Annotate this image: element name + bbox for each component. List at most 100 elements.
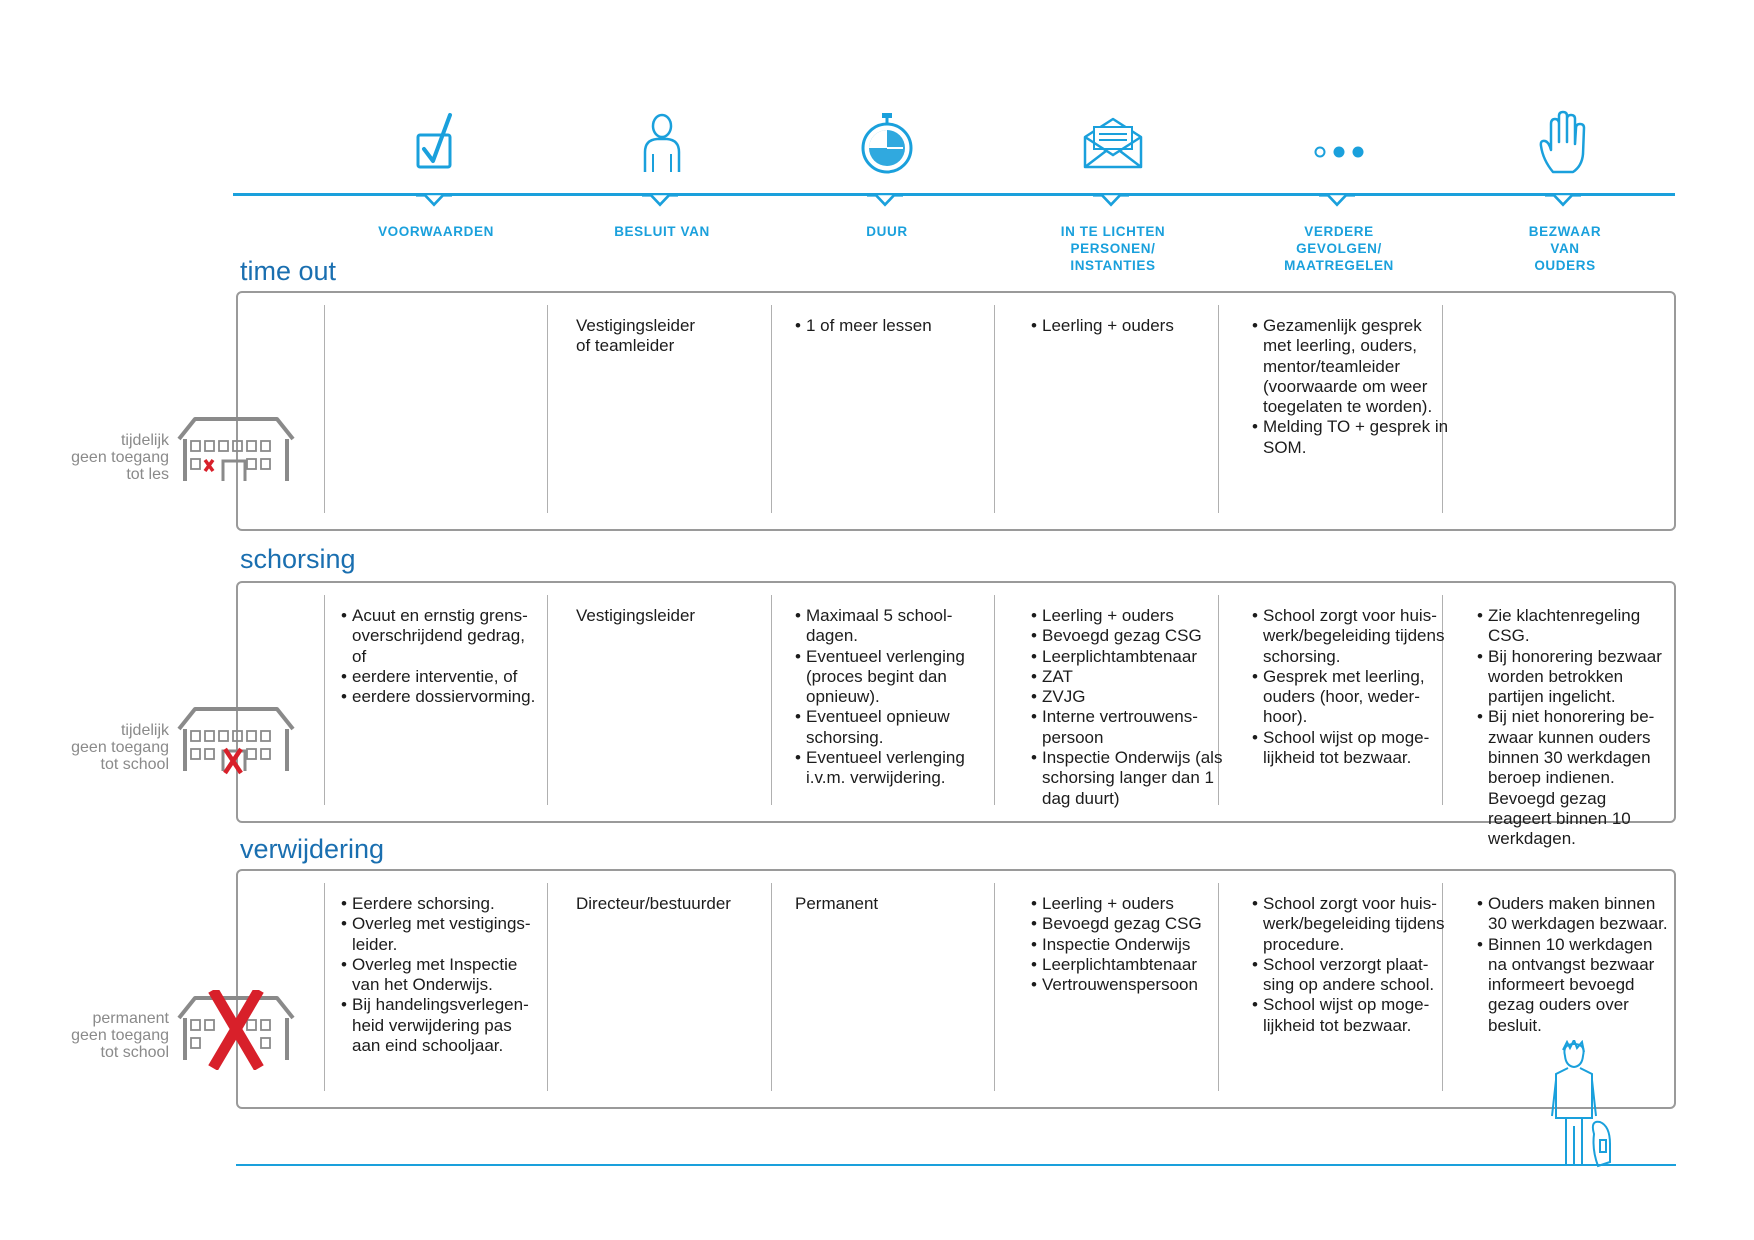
bullet-list: School zorgt voor huis-werk/begeleiding …: [1252, 606, 1452, 768]
envelope-icon: [1073, 108, 1153, 178]
bullet-list: Acuut en ernstig grens-overschrijdend ge…: [341, 606, 541, 707]
column-header-line: GEVOLGEN/: [1296, 241, 1382, 256]
bullet-item: Inspectie Onderwijs (als schorsing lange…: [1031, 748, 1231, 809]
cell-verwijdering-instanties: Leerling + oudersBevoegd gezag CSGInspec…: [1031, 894, 1231, 995]
cell-text: Permanent: [795, 894, 879, 913]
cell-schorsing-bezwaar: Zie klachtenregeling CSG.Bij honorering …: [1477, 606, 1673, 850]
column-divider: [1218, 305, 1219, 513]
cell-text: of teamleider: [576, 336, 675, 356]
bullet-item: Zie klachtenregeling CSG.: [1477, 606, 1673, 647]
cell-time-out-duur: 1 of meer lessen: [795, 316, 995, 336]
bullet-item: Leerplichtambtenaar: [1031, 955, 1231, 975]
bullet-item: Interne vertrouwens-persoon: [1031, 707, 1231, 748]
cell-time-out-instanties: Leerling + ouders: [1031, 316, 1231, 336]
column-divider: [994, 883, 995, 1091]
school-building-icon: [177, 990, 295, 1070]
cell-text: Vestigingsleider: [576, 606, 696, 625]
column-divider: [771, 305, 772, 513]
cell-schorsing-maatregelen: School zorgt voor huis-werk/begeleiding …: [1252, 606, 1452, 768]
hand-icon: [1525, 108, 1605, 178]
bullet-list: Gezamenlijk gesprek met leerling, ouders…: [1252, 316, 1452, 458]
bullet-list: Leerling + oudersBevoegd gezag CSGLeerpl…: [1031, 606, 1231, 809]
cell-text: Directeur/bestuurder: [576, 894, 731, 913]
bullet-item: Gezamenlijk gesprek met leerling, ouders…: [1252, 316, 1452, 417]
person-icon: [622, 108, 702, 178]
bullet-item: Ouders maken binnen 30 werkdagen bezwaar…: [1477, 894, 1673, 935]
bullet-item: Overleg met vestigings-leider.: [341, 914, 541, 955]
column-header-voorwaarden: VOORWAARDEN: [351, 223, 521, 240]
section-title-schorsing: schorsing: [240, 544, 356, 574]
timeline-notch: [867, 193, 903, 207]
column-divider: [547, 595, 548, 805]
cross-icon: [203, 458, 215, 473]
bullet-item: Inspectie Onderwijs: [1031, 935, 1231, 955]
bullet-list: Eerdere schorsing.Overleg met vestigings…: [341, 894, 541, 1056]
timeline-notch: [1545, 193, 1581, 207]
bullet-item: Bevoegd gezag CSG: [1031, 914, 1231, 934]
cell-verwijdering-maatregelen: School zorgt voor huis-werk/begeleiding …: [1252, 894, 1452, 1036]
bullet-list: 1 of meer lessen: [795, 316, 995, 336]
bullet-item: eerdere interventie, of: [341, 667, 541, 687]
bullet-item: Bij honorering bezwaar worden betrokken …: [1477, 647, 1673, 708]
cell-schorsing-besluit: Vestigingsleider: [576, 606, 776, 626]
bullet-item: Maximaal 5 school-dagen.: [795, 606, 995, 647]
bullet-item: Leerplichtambtenaar: [1031, 647, 1231, 667]
bullet-item: eerdere dossiervorming.: [341, 687, 541, 707]
column-divider: [771, 883, 772, 1091]
timeline-notch: [1093, 193, 1129, 207]
column-header-line: PERSONEN/: [1070, 241, 1156, 256]
cell-text: Vestigingsleider: [576, 316, 696, 335]
timeline-notch: [416, 193, 452, 207]
cell-schorsing-instanties: Leerling + oudersBevoegd gezag CSGLeerpl…: [1031, 606, 1231, 809]
bullet-item: Eventueel verlenging i.v.m. verwijdering…: [795, 748, 995, 789]
bullet-list: Maximaal 5 school-dagen.Eventueel verlen…: [795, 606, 995, 789]
column-divider: [771, 595, 772, 805]
column-header-line: INSTANTIES: [1070, 258, 1156, 273]
bullet-list: Ouders maken binnen 30 werkdagen bezwaar…: [1477, 894, 1673, 1036]
cross-icon: [208, 990, 264, 1070]
school-building-icon: [177, 707, 295, 775]
timeline-notch: [642, 193, 678, 207]
bullet-item: Binnen 10 werkdagen na ontvangst bezwaar…: [1477, 935, 1673, 1036]
column-divider: [324, 595, 325, 805]
bullet-item: Bij niet honorering be-zwaar kunnen oude…: [1477, 707, 1673, 849]
column-divider: [547, 883, 548, 1091]
bullet-item: Bevoegd gezag CSG: [1031, 626, 1231, 646]
cell-time-out-maatregelen: Gezamenlijk gesprek met leerling, ouders…: [1252, 316, 1452, 458]
cell-verwijdering-bezwaar: Ouders maken binnen 30 werkdagen bezwaar…: [1477, 894, 1673, 1036]
column-header-line: IN TE LICHTEN: [1060, 224, 1166, 239]
column-header-line: MAATREGELEN: [1284, 258, 1394, 273]
bullet-list: Leerling + oudersBevoegd gezag CSGInspec…: [1031, 894, 1231, 995]
cell-verwijdering-voorwaarden: Eerdere schorsing.Overleg met vestigings…: [341, 894, 541, 1056]
column-header-line: VERDERE: [1304, 224, 1374, 239]
bullet-list: School zorgt voor huis-werk/begeleiding …: [1252, 894, 1452, 1036]
bullet-item: Eventueel opnieuw schorsing.: [795, 707, 995, 748]
student-icon: [1551, 1040, 1611, 1168]
bullet-item: Vertrouwenspersoon: [1031, 975, 1231, 995]
dots-icon: [1299, 108, 1379, 178]
column-header-instanties: IN TE LICHTEN PERSONEN/INSTANTIES: [1028, 223, 1198, 274]
column-header-maatregelen: VERDERE GEVOLGEN/MAATREGELEN: [1254, 223, 1424, 274]
bullet-item: School verzorgt plaat-sing op andere sch…: [1252, 955, 1452, 996]
stopwatch-icon: [847, 108, 927, 178]
column-header-line: VAN: [1550, 241, 1580, 256]
bullet-item: Eventueel verlenging (proces begint dan …: [795, 647, 995, 708]
column-header-duur: DUUR: [802, 223, 972, 240]
bullet-item: School wijst op moge-lijkheid tot bezwaa…: [1252, 995, 1452, 1036]
cell-verwijdering-duur: Permanent: [795, 894, 995, 914]
column-header-besluit: BESLUIT VAN: [577, 223, 747, 240]
bullet-item: Eerdere schorsing.: [341, 894, 541, 914]
bullet-item: School zorgt voor huis-werk/begeleiding …: [1252, 606, 1452, 667]
cell-schorsing-duur: Maximaal 5 school-dagen.Eventueel verlen…: [795, 606, 995, 789]
bottom-line: [236, 1164, 1676, 1166]
bullet-item: School wijst op moge-lijkheid tot bezwaa…: [1252, 728, 1452, 769]
cross-icon: [223, 747, 243, 775]
column-divider: [324, 883, 325, 1091]
bullet-item: ZVJG: [1031, 687, 1231, 707]
column-divider: [324, 305, 325, 513]
column-header-line: DUUR: [866, 224, 908, 239]
